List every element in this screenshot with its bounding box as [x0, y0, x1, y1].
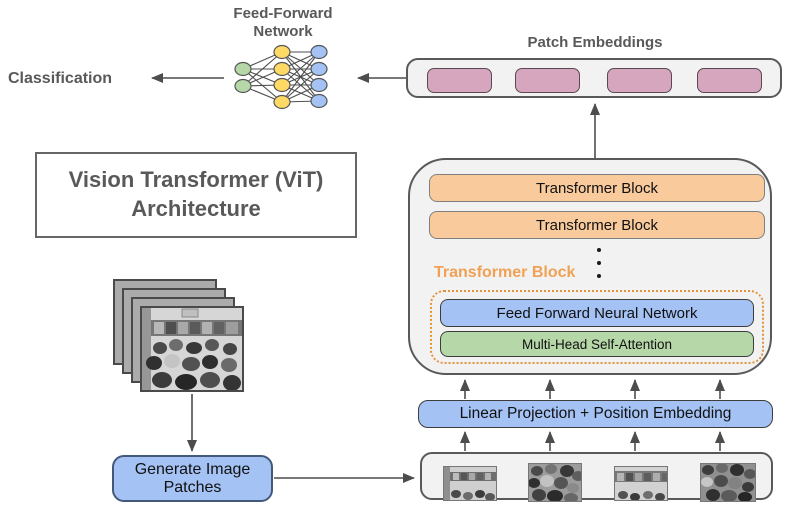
feed-forward-neural-network-box: Feed Forward Neural Network [440, 299, 754, 327]
linear-projection-label: Linear Projection + Position Embedding [459, 405, 732, 422]
transformer-block-2-label: Transformer Block [536, 216, 658, 234]
transformer-block-detail-frame [430, 290, 764, 364]
image-patch [443, 466, 497, 501]
feed-forward-network-icon [234, 44, 328, 110]
patch-embeddings-container [406, 58, 782, 98]
image-patch [700, 463, 756, 502]
transformer-block-1-label: Transformer Block [536, 179, 658, 197]
patch-embeddings-label: Patch Embeddings [527, 34, 663, 51]
embedding-token [427, 68, 492, 93]
image-patch [614, 466, 668, 501]
diagram-title: Vision Transformer (ViT) Architecture [68, 167, 324, 221]
transformer-block-1: Transformer Block [429, 174, 765, 202]
ffnn-box-label: Feed Forward Neural Network [496, 304, 698, 322]
classroom-photo [140, 306, 244, 392]
generate-image-patches-box: Generate Image Patches [112, 455, 273, 502]
stack-ellipsis-dots [597, 248, 601, 278]
transformer-block-callout: Transformer Block [434, 264, 576, 281]
embedding-token [515, 68, 580, 93]
image-patch [528, 463, 582, 502]
image-patches-container [420, 452, 773, 502]
classification-label: Classification [8, 70, 113, 87]
embedding-token [697, 68, 762, 93]
generate-image-patches-label: Generate Image Patches [134, 460, 251, 496]
embedding-token [607, 68, 672, 93]
diagram-title-box: Vision Transformer (ViT) Architecture [35, 152, 357, 238]
mhsa-box-label: Multi-Head Self-Attention [521, 336, 673, 352]
ffn-label: Feed-Forward Network [233, 5, 333, 40]
multi-head-self-attention-box: Multi-Head Self-Attention [440, 331, 754, 357]
transformer-block-2: Transformer Block [429, 211, 765, 239]
linear-projection-box: Linear Projection + Position Embedding [418, 400, 773, 428]
